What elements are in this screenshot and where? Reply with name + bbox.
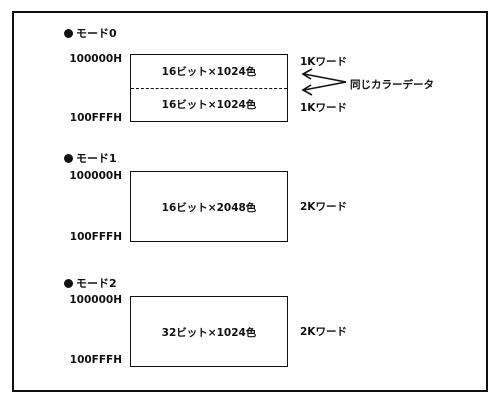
mode0-upper-size: 1Kワード (300, 56, 347, 68)
double-arrow-icon (301, 68, 347, 96)
mode2-cell: 32ビット×1024色 (161, 327, 257, 339)
mode0-heading-text: モード0 (76, 27, 117, 40)
mode0-end-address: 100FFFH (69, 112, 122, 124)
mode2-memory-box: 32ビット×1024色 (130, 296, 288, 367)
mode2-heading: モード2 (64, 275, 117, 291)
mode2-heading-text: モード2 (76, 277, 117, 290)
mode0-heading: モード0 (64, 25, 117, 41)
mode1-cell: 16ビット×2048色 (161, 202, 257, 214)
mode2-start-address: 100000H (69, 294, 122, 306)
mode1-memory-box: 16ビット×2048色 (130, 171, 288, 242)
mode0-dashed-divider (131, 88, 287, 89)
mode1-heading-text: モード1 (76, 152, 117, 165)
mode0-start-address: 100000H (69, 53, 122, 65)
mode0-lower-cell: 16ビット×1024色 (161, 99, 257, 111)
mode2-end-address: 100FFFH (69, 354, 122, 366)
mode0-upper-cell: 16ビット×1024色 (161, 66, 257, 78)
mode1-start-address: 100000H (69, 170, 122, 182)
diagram-frame (12, 11, 488, 392)
mode2-size: 2Kワード (300, 326, 347, 338)
bullet-icon (64, 28, 73, 38)
bullet-icon (64, 153, 73, 163)
bullet-icon (64, 278, 73, 288)
mode1-size: 2Kワード (300, 201, 347, 213)
mode1-heading: モード1 (64, 150, 117, 166)
mode1-end-address: 100FFFH (69, 231, 122, 243)
same-color-data-note: 同じカラーデータ (350, 79, 434, 91)
mode0-lower-size: 1Kワード (300, 102, 347, 114)
mode0-memory-box: 16ビット×1024色 16ビット×1024色 (130, 54, 288, 122)
